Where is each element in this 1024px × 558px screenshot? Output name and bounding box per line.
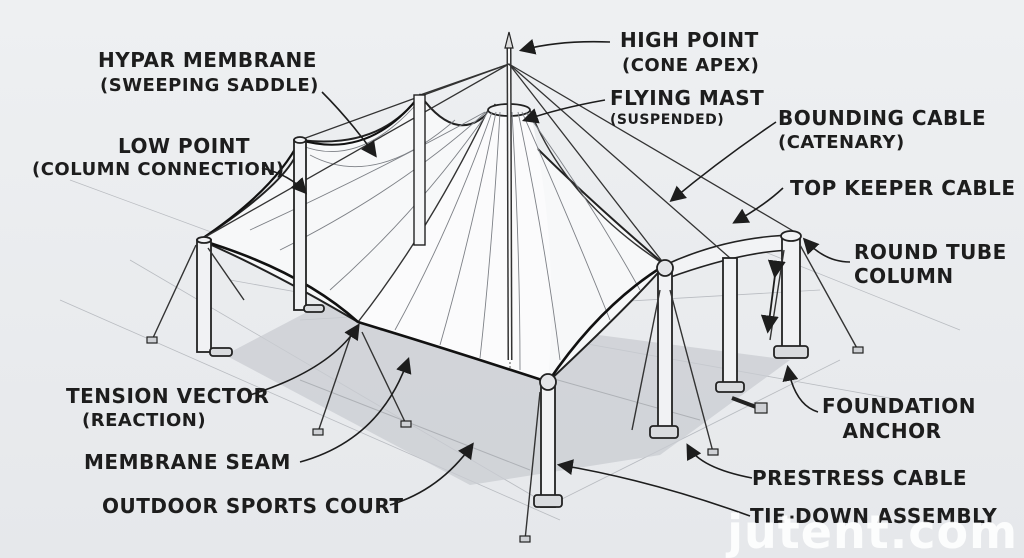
top-cables <box>199 63 801 266</box>
tension-vector-sublabel: (REACTION) <box>82 410 207 431</box>
membrane-seam-label: MEMBRANE SEAM <box>84 450 291 474</box>
tension-vector-label: TENSION VECTOR <box>66 384 270 408</box>
low-point-sublabel: (COLUMN CONNECTION) <box>32 159 285 180</box>
hypar-membrane-sublabel: (SWEEPING SADDLE) <box>100 75 319 96</box>
dimension-arrow <box>760 259 786 334</box>
high-point-label: HIGH POINT <box>620 28 759 52</box>
flying-mast-label: FLYING MAST <box>610 86 765 110</box>
top-keeper-cable-label: TOP KEEPER CABLE <box>790 176 1016 200</box>
leader-arrows <box>249 39 851 517</box>
flying-mast <box>504 31 514 370</box>
membrane <box>197 93 802 384</box>
columns <box>196 94 809 508</box>
high-point-sublabel: (CONE APEX) <box>622 55 760 76</box>
watermark: jutent.com <box>727 505 1018 558</box>
bounding-cable-sublabel: (CATENARY) <box>778 132 905 153</box>
tie-down-assembly-label: TIE-DOWN ASSEMBLY <box>750 504 998 528</box>
foundation-anchor-label-line1: FOUNDATION <box>822 394 976 418</box>
hypar-membrane-label: HYPAR MEMBRANE <box>98 48 317 72</box>
bounding-cable-label: BOUNDING CABLE <box>778 106 987 130</box>
low-point-label: LOW POINT <box>118 134 251 158</box>
outdoor-sports-court-label: OUTDOOR SPORTS COURT <box>102 494 404 518</box>
flying-mast-sublabel: (SUSPENDED) <box>610 112 725 128</box>
round-tube-column-label-line2: COLUMN <box>854 264 954 288</box>
round-tube-column-label-line1: ROUND TUBE <box>854 240 1007 264</box>
anchor-plates <box>146 336 864 543</box>
foundation-anchor-label-line2: ANCHOR <box>842 419 942 443</box>
prestress-cable-label: PRESTRESS CABLE <box>752 466 968 490</box>
